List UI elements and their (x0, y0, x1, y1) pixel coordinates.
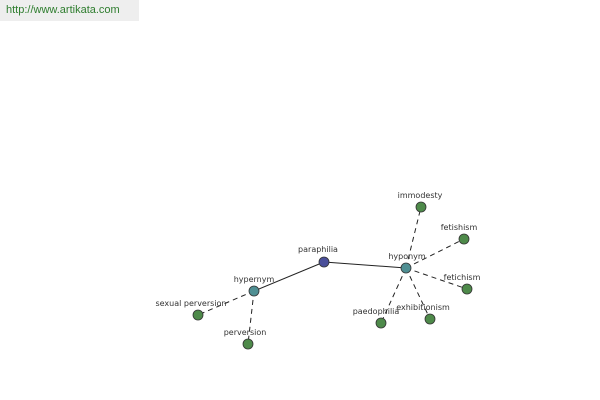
node-label-paedophilia[interactable]: paedophilia (353, 307, 400, 316)
edge-hypernym-sexual-perversion (197, 290, 255, 316)
source-url[interactable]: http://www.artikata.com (0, 0, 139, 21)
node-exhibitionism[interactable] (424, 313, 436, 325)
node-label-hyponym[interactable]: hyponym (388, 252, 426, 261)
node-label-hypernym[interactable]: hypernym (234, 275, 275, 284)
node-sexual-perversion[interactable] (192, 309, 204, 321)
node-perversion[interactable] (242, 338, 254, 350)
edge-paraphilia-hyponym (323, 261, 407, 269)
nodes-layer (192, 201, 473, 350)
edge-paraphilia-hypernym (253, 261, 325, 292)
edge-hyponym-immodesty (405, 206, 422, 269)
node-label-perversion[interactable]: perversion (224, 328, 267, 337)
labels-layer: paraphilia hypernym hyponym sexual perversi… (155, 191, 480, 337)
node-paraphilia[interactable] (318, 256, 330, 268)
node-label-fetichism[interactable]: fetichism (444, 273, 481, 282)
node-label-fetishism-1[interactable]: fetishism (441, 223, 478, 232)
node-fetishism-1[interactable] (458, 233, 470, 245)
node-paedophilia[interactable] (375, 317, 387, 329)
edge-hyponym-paedophilia (380, 267, 407, 324)
edge-hyponym-fetichism (405, 267, 468, 290)
node-hypernym[interactable] (248, 285, 260, 297)
node-label-paraphilia[interactable]: paraphilia (298, 245, 338, 254)
node-immodesty[interactable] (415, 201, 427, 213)
node-label-exhibitionism[interactable]: exhibitionism (396, 303, 450, 312)
node-fetichism[interactable] (461, 283, 473, 295)
node-label-sexual-perversion[interactable]: sexual perversion (155, 299, 226, 308)
edge-hyponym-exhibitionism (405, 267, 431, 320)
edges-layer (197, 206, 468, 345)
node-label-immodesty[interactable]: immodesty (398, 191, 443, 200)
node-hyponym[interactable] (400, 262, 412, 274)
edge-hyponym-fetishism-1 (405, 238, 465, 269)
